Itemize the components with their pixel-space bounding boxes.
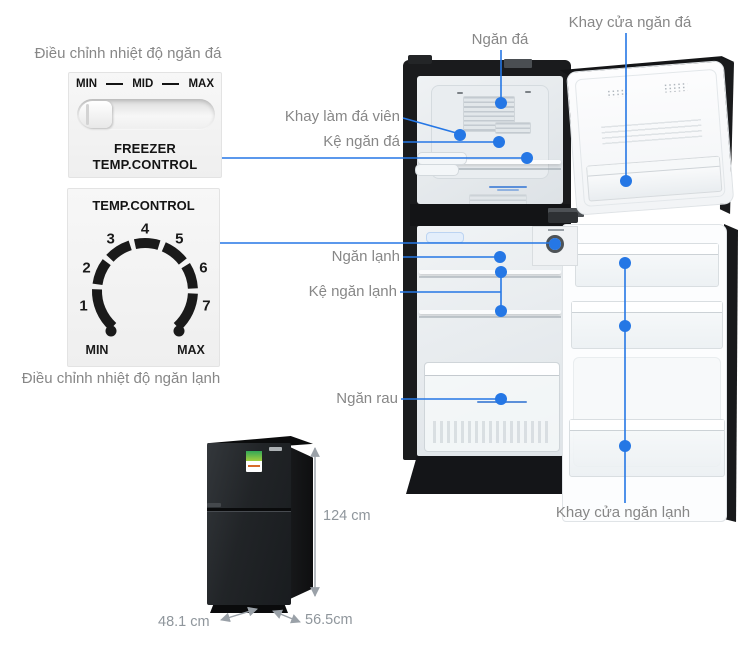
freezer-slider-knob	[79, 101, 112, 128]
freezer-brand-underline	[497, 189, 519, 191]
dial-max-label: MAX	[177, 343, 205, 357]
dial-numbers: 1 2 3 4 5 6 7	[79, 220, 210, 314]
small-fridge-handle	[207, 503, 221, 507]
cooler-door-tray-bottom	[569, 419, 725, 477]
scale-min-label: MIN	[76, 78, 98, 90]
brand-logo	[269, 447, 282, 451]
freezer-brand-mark	[489, 186, 527, 188]
door-middle-hinge	[548, 212, 578, 223]
cooler-door-right-edge	[724, 224, 738, 522]
energy-label-line	[248, 465, 260, 467]
cooler-shelf-lower-shadow	[419, 316, 561, 318]
vegetable-drawer-lip	[425, 363, 559, 376]
scale-dash-icon	[106, 82, 124, 86]
cooler-temp-knob-housing	[532, 226, 578, 266]
freezer-door-tray	[586, 155, 723, 202]
freezer-control-title: Điều chỉnh nhiệt độ ngăn đá	[34, 45, 222, 62]
door-vent-dots	[663, 81, 688, 93]
fridge-panel-name: TEMP.CONTROL	[92, 198, 195, 213]
freezer-scale-row: MIN MID MAX	[76, 77, 214, 91]
freezer-shelf-shadow	[419, 168, 561, 170]
cooler-temp-knob	[546, 235, 564, 253]
dial-min-max: MIN MAX	[86, 343, 206, 357]
cooler-shelf-lower	[419, 310, 561, 314]
freezer-slider-track	[77, 99, 215, 130]
callout-khay-cua-ngan-lanh: Khay cửa ngăn lạnh	[555, 504, 691, 521]
scale-mid-label: MID	[132, 78, 154, 90]
dial-end-dot-max	[173, 325, 185, 337]
dial-number-5: 5	[175, 230, 183, 247]
dial-end-dot-min	[105, 325, 117, 337]
dial-number-3: 3	[107, 230, 115, 247]
cooler-brand-pill	[426, 232, 464, 243]
small-fridge-side-face	[290, 447, 313, 599]
ice-cube-tray-lower	[415, 164, 459, 176]
dial-arc	[91, 238, 198, 331]
dial-number-7: 7	[202, 297, 210, 314]
small-fridge-door-divider	[207, 508, 291, 512]
small-fridge-base	[210, 605, 288, 613]
callout-ngan-da: Ngăn đá	[471, 31, 529, 48]
energy-label-top	[246, 451, 262, 461]
fridge-control-caption: Điều chỉnh nhiệt độ ngăn lạnh	[21, 370, 221, 387]
freezer-compartment	[415, 76, 563, 209]
dial-number-6: 6	[199, 260, 207, 277]
cooler-door-tray-middle	[571, 301, 723, 349]
top-left-hinge	[408, 55, 432, 64]
freezer-panel-name-line2: TEMP.CONTROL	[92, 157, 198, 172]
depth-dimension-label: 56.5cm	[305, 612, 353, 628]
screw-mark	[525, 91, 531, 93]
drawer-brand-mark	[477, 401, 527, 403]
compartment-divider	[410, 204, 584, 226]
fridge-temp-control-panel: TEMP.CONTROL 1 2 3 4 5 6 7	[67, 188, 220, 367]
energy-label-sticker	[246, 451, 262, 472]
callout-ke-ngan-lanh: Kệ ngăn lạnh	[308, 283, 397, 300]
freezer-vent-grille-small	[495, 122, 531, 134]
cooler-shelf-upper-shadow	[419, 276, 561, 278]
temp-dial: 1 2 3 4 5 6 7 MIN MAX	[79, 220, 210, 357]
fridge-base	[406, 456, 588, 494]
freezer-shelf	[419, 160, 561, 164]
dial-number-1: 1	[79, 297, 87, 314]
top-door-hinge	[504, 59, 532, 68]
slider-knob-ridge	[86, 104, 89, 125]
door-ridges	[601, 119, 703, 145]
freezer-door-inner-face	[566, 60, 735, 216]
callout-ngan-rau: Ngăn rau	[336, 390, 398, 407]
dial-number-2: 2	[82, 260, 90, 277]
small-fridge-front-face	[207, 443, 291, 605]
callout-khay-lam-da-vien: Khay làm đá viên	[284, 108, 400, 125]
vegetable-drawer	[424, 362, 560, 452]
freezer-panel-name-line1: FREEZER	[113, 141, 177, 156]
width-dimension-label: 48.1 cm	[158, 614, 210, 630]
drawer-ribs	[433, 421, 549, 443]
screw-mark	[457, 92, 463, 94]
knob-scale-mark	[548, 229, 564, 231]
open-fridge-illustration	[400, 52, 738, 522]
dial-min-label: MIN	[86, 343, 109, 357]
callout-ke-ngan-da: Kệ ngăn đá	[323, 133, 400, 150]
scale-dash-icon	[162, 82, 180, 86]
scale-max-label: MAX	[188, 78, 214, 90]
callout-khay-cua-ngan-da: Khay cửa ngăn đá	[568, 14, 692, 31]
door-vent-dots	[606, 88, 628, 98]
cooler-door-inner-face	[562, 224, 727, 522]
dial-number-4: 4	[141, 220, 150, 237]
callout-ngan-lanh: Ngăn lạnh	[331, 248, 400, 265]
height-dimension-label: 124 cm	[323, 508, 371, 524]
cooler-shelf-upper	[419, 270, 561, 274]
cooler-door-tray-top	[575, 243, 719, 287]
freezer-temp-control-panel: MIN MID MAX FREEZER TEMP.CONTROL	[68, 72, 222, 178]
